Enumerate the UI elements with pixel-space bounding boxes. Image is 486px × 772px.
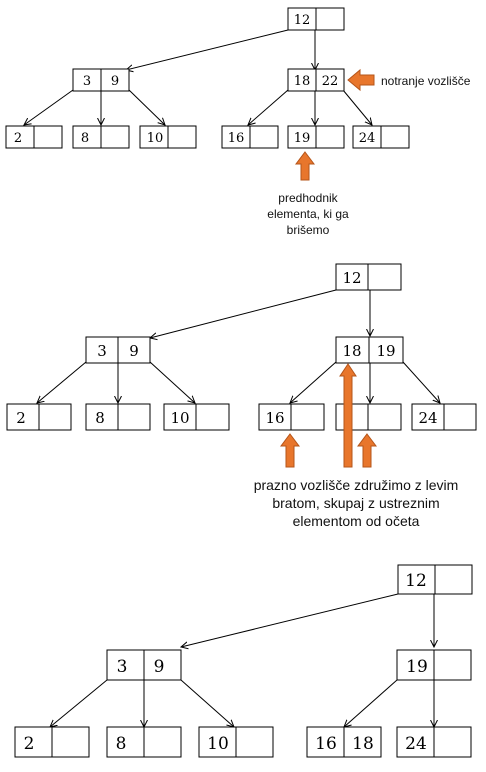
leaf-node: 8 — [72, 125, 130, 149]
node-key: 19 — [294, 131, 311, 146]
tree-step-3: 12 3 9 19 2 8 10 — [14, 564, 473, 758]
leaf-node: 24 — [396, 726, 472, 758]
arrow-up-icon — [339, 363, 357, 468]
root-node: 12 — [287, 7, 345, 31]
tree-step-1: 12 3 9 18 22 2 8 10 — [5, 7, 471, 237]
leaf-node: 8 — [85, 403, 151, 431]
leaf-node: 10 — [139, 125, 197, 149]
leaf-node: 16 — [221, 125, 279, 149]
node-key: 24 — [418, 409, 437, 427]
annotation-internal-node: notranje vozlišče — [381, 74, 471, 88]
node-key: 9 — [129, 342, 139, 360]
leaf-node: 24 — [352, 125, 410, 149]
node-key: 12 — [342, 269, 361, 287]
tree-step-2: 12 3 9 18 19 2 8 10 — [6, 263, 477, 529]
arrow-up-icon — [357, 433, 377, 468]
arrow-up-icon — [280, 433, 300, 468]
node-key: 18 — [342, 342, 361, 360]
node-key: 2 — [24, 734, 35, 754]
root-node: 12 — [335, 263, 402, 291]
leaf-node: 24 — [411, 403, 477, 431]
leaf-node: 8 — [106, 726, 182, 758]
root-node: 12 — [397, 564, 473, 595]
node-key: 12 — [405, 571, 427, 591]
node-key: 24 — [359, 131, 376, 146]
annotation-predecessor: predhodnik — [278, 191, 338, 205]
node-key: 9 — [154, 657, 165, 677]
node-key: 18 — [294, 74, 311, 89]
node-key: 2 — [16, 409, 26, 427]
node-key: 19 — [406, 657, 428, 677]
node-key: 24 — [405, 734, 427, 754]
internal-node-right: 18 22 — [287, 68, 345, 92]
node-key: 2 — [14, 131, 22, 146]
node-key: 18 — [352, 734, 374, 754]
internal-node-right: 19 — [396, 649, 472, 681]
node-key: 10 — [207, 734, 229, 754]
leaf-node: 19 — [287, 125, 345, 149]
node-key: 10 — [170, 409, 189, 427]
annotation-predecessor: elementa, ki ga — [267, 207, 349, 221]
node-key: 12 — [294, 13, 311, 28]
annotation-merge: elementom od očeta — [293, 513, 420, 529]
leaf-node: 2 — [6, 403, 72, 431]
annotation-merge: bratom, skupaj z ustreznim — [272, 495, 439, 511]
internal-node-left: 3 9 — [72, 68, 130, 92]
leaf-node: 10 — [163, 403, 230, 431]
annotation-predecessor: brišemo — [287, 223, 330, 237]
leaf-node: 16 — [258, 403, 325, 431]
internal-node-left: 3 9 — [85, 336, 151, 364]
node-key: 16 — [228, 131, 245, 146]
merged-leaf-node: 16 18 — [306, 726, 382, 758]
node-key: 3 — [97, 342, 107, 360]
node-key: 8 — [116, 734, 127, 754]
annotation-merge: prazno vozlišče združimo z levim — [254, 477, 459, 493]
node-key: 3 — [83, 74, 91, 89]
node-key: 3 — [117, 657, 128, 677]
leaf-node: 2 — [5, 125, 63, 149]
arrow-up-icon — [295, 151, 315, 181]
internal-node-left: 3 9 — [106, 649, 182, 681]
node-key: 8 — [81, 131, 89, 146]
node-key: 22 — [322, 74, 339, 89]
node-key: 9 — [111, 74, 119, 89]
internal-node-right: 18 19 — [335, 336, 404, 364]
node-key: 8 — [95, 409, 105, 427]
node-key: 16 — [315, 734, 337, 754]
leaf-node: 10 — [198, 726, 274, 758]
node-key: 16 — [265, 409, 284, 427]
node-key: 19 — [376, 342, 395, 360]
arrow-left-icon — [347, 68, 375, 92]
node-key: 10 — [147, 131, 164, 146]
leaf-node: 2 — [14, 726, 90, 758]
